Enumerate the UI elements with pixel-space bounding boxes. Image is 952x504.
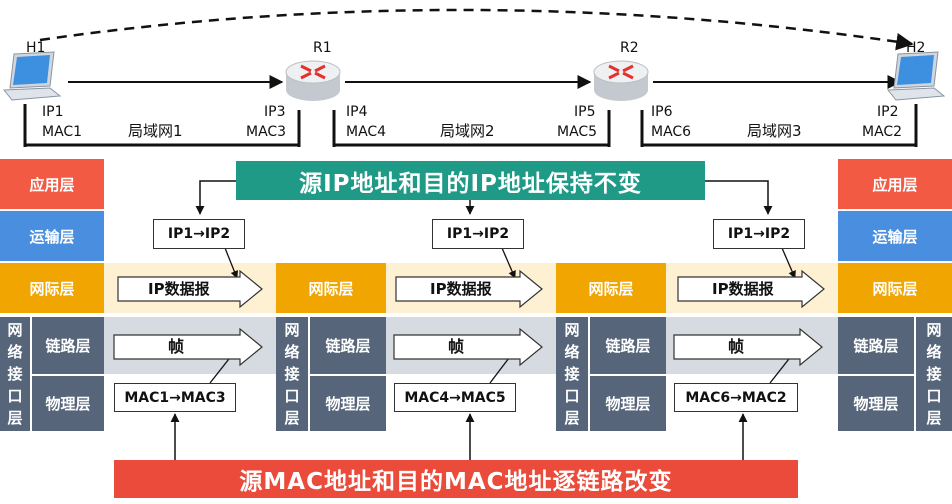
- top-bracket-arrow: [705, 180, 773, 215]
- layer-transport: 运输层: [838, 211, 952, 261]
- layer-network-interface: 网 络 接 口 层: [276, 317, 308, 431]
- lan-label: 局域网2: [440, 122, 495, 140]
- packet-label: IP数据报: [430, 280, 492, 298]
- layer-char: 层: [564, 409, 580, 427]
- end-to-end-dashed-arc: [39, 8, 914, 51]
- layer-char: 网: [926, 321, 942, 339]
- lan-label: 局域网3: [747, 122, 802, 140]
- interface-ip-label: IP4: [346, 104, 368, 120]
- layer-application: 应用层: [838, 159, 952, 209]
- layer-internet: 网际层: [556, 263, 666, 313]
- layer-char: 层: [7, 409, 23, 427]
- interface-ip-label: IP1: [42, 104, 64, 120]
- interface-ip-label: IP6: [651, 104, 673, 120]
- frame-label: 帧: [448, 337, 465, 356]
- interface-mac-label: MAC2: [862, 124, 903, 140]
- node-label-r1: R1: [313, 40, 332, 56]
- layer-char: 接: [7, 365, 23, 383]
- layer-char: 网: [7, 321, 23, 339]
- interface-ip-label: IP2: [877, 104, 899, 120]
- layer-network-interface: 网 络 接 口 层: [0, 317, 30, 431]
- layer-char: 口: [284, 387, 300, 405]
- layer-char: 口: [926, 387, 942, 405]
- lan3-bus: [640, 104, 918, 147]
- interface-mac-label: MAC6: [651, 124, 692, 140]
- layer-physical: 物理层: [32, 376, 104, 431]
- lan1-bus: [23, 104, 301, 147]
- node-label-h2: H2: [906, 40, 926, 56]
- packet-label: IP数据报: [712, 280, 774, 298]
- ip-pair-pill: IP1→IP2: [432, 219, 524, 249]
- layer-char: 层: [926, 409, 942, 427]
- pointer-line: [224, 247, 239, 279]
- frame-label: 帧: [168, 337, 185, 356]
- packet-arrow-shape: [677, 269, 825, 309]
- top-bracket-arrow: [195, 180, 236, 215]
- packet-arrow-shape: [395, 269, 543, 309]
- layer-char: 络: [7, 343, 23, 361]
- ip-pair-pill: IP1→IP2: [713, 219, 805, 249]
- interface-mac-label: MAC3: [246, 124, 287, 140]
- packet-arrow-shape: [117, 269, 263, 309]
- laptop-icon: [886, 51, 946, 101]
- interface-mac-label: MAC1: [42, 124, 83, 140]
- interface-mac-label: MAC5: [557, 124, 598, 140]
- layer-physical: 物理层: [310, 376, 386, 431]
- node-label-r2: R2: [620, 40, 639, 56]
- mac-pair-pill: MAC4→MAC5: [394, 383, 516, 412]
- interface-mac-label: MAC4: [346, 124, 387, 140]
- layer-char: 接: [564, 365, 580, 383]
- layer-internet: 网际层: [276, 263, 386, 313]
- layer-char: 网: [284, 321, 300, 339]
- layer-char: 接: [284, 365, 300, 383]
- layer-char: 层: [284, 409, 300, 427]
- layer-char: 络: [564, 343, 580, 361]
- layer-char: 口: [564, 387, 580, 405]
- interface-ip-label: IP5: [574, 104, 596, 120]
- lan2-bus: [332, 110, 611, 147]
- layer-physical: 物理层: [590, 376, 666, 431]
- layer-char: 网: [564, 321, 580, 339]
- bottom-banner: 源MAC地址和目的MAC地址逐链路改变: [114, 460, 798, 498]
- layer-link: 链路层: [32, 317, 104, 374]
- layer-char: 口: [7, 387, 23, 405]
- pointer-line: [781, 247, 796, 279]
- frame-label: 帧: [728, 337, 745, 356]
- layer-char: 接: [926, 365, 942, 383]
- node-label-h1: H1: [26, 40, 46, 56]
- top-banner: 源IP地址和目的IP地址保持不变: [236, 161, 705, 200]
- mac-pair-pill: MAC1→MAC3: [114, 383, 236, 412]
- layer-network-interface: 网 络 接 口 层: [556, 317, 588, 431]
- layer-char: 络: [284, 343, 300, 361]
- router-icon: [285, 60, 341, 101]
- layer-application: 应用层: [0, 159, 104, 209]
- layer-char: 络: [926, 343, 942, 361]
- topology-lines: [2, 8, 946, 147]
- interface-ip-label: IP3: [264, 104, 286, 120]
- mac-pair-pill: MAC6→MAC2: [674, 383, 798, 412]
- layer-link: 链路层: [310, 317, 386, 374]
- ip-pair-pill: IP1→IP2: [153, 219, 245, 249]
- frame-arrow-shape: [113, 327, 263, 367]
- layer-internet: 网际层: [838, 263, 952, 313]
- laptop-icon: [2, 51, 62, 101]
- lan-label: 局域网1: [128, 122, 183, 140]
- layer-link: 链路层: [590, 317, 666, 374]
- pointer-line: [501, 247, 516, 279]
- frame-arrow-shape: [393, 327, 543, 367]
- layer-link: 链路层: [838, 317, 914, 374]
- layer-network-interface: 网 络 接 口 层: [916, 317, 952, 431]
- packet-label: IP数据报: [148, 280, 210, 298]
- layer-transport: 运输层: [0, 211, 104, 261]
- router-icon: [593, 60, 649, 101]
- frame-arrow-shape: [673, 327, 823, 367]
- layer-internet: 网际层: [0, 263, 104, 313]
- layer-physical: 物理层: [838, 376, 914, 431]
